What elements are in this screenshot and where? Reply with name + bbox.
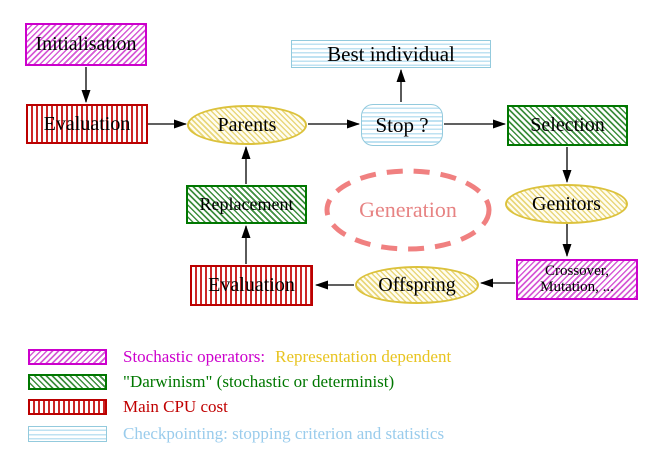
node-stop-label: Stop ? — [375, 112, 429, 137]
node-evaluation-bottom: Evaluation — [190, 265, 313, 306]
node-stop: Stop ? — [361, 104, 443, 146]
legend-row-checkpointing: Checkpointing: stopping criterion and st… — [28, 423, 445, 443]
node-initialisation-label: Initialisation — [35, 33, 137, 55]
node-parents: Parents — [187, 105, 307, 145]
node-evaluation-top: Evaluation — [26, 104, 148, 144]
legend-row-stochastic: Stochastic operators: Representation dep… — [28, 346, 452, 366]
node-evaluation-top-label: Evaluation — [43, 112, 131, 135]
node-initialisation: Initialisation — [25, 23, 147, 66]
node-best-individual: Best individual — [291, 40, 491, 68]
node-genitors-label: Genitors — [532, 192, 601, 215]
legend-label-checkpointing: Checkpointing: stopping criterion and st… — [123, 423, 445, 443]
legend-swatch-magenta-hatch — [28, 348, 107, 365]
node-best-individual-label: Best individual — [327, 41, 455, 66]
node-genitors: Genitors — [505, 184, 628, 224]
node-replacement: Replacement — [186, 185, 307, 224]
node-crossover-line2: Mutation, ... — [540, 278, 614, 295]
legend-swatch-red-stripes — [28, 398, 107, 415]
legend-swatch-green-hatch — [28, 373, 107, 390]
legend-row-darwinism: "Darwinism" (stochastic or determinist) — [28, 371, 395, 391]
legend-label-cpu-cost: Main CPU cost — [123, 396, 228, 416]
node-offspring-label: Offspring — [378, 273, 456, 296]
node-crossover-line1: Crossover, — [545, 262, 609, 279]
legend-label-representation: Representation dependent — [275, 346, 452, 366]
node-generation: Generation — [323, 167, 493, 253]
node-crossover-mutation: Crossover, Mutation, ... — [516, 259, 638, 300]
legend-swatch-blue-stripes — [28, 425, 107, 442]
node-generation-label: Generation — [359, 197, 457, 222]
node-selection: Selection — [507, 105, 628, 146]
node-offspring: Offspring — [355, 266, 479, 304]
node-replacement-label: Replacement — [199, 194, 294, 215]
node-parents-label: Parents — [217, 113, 277, 136]
node-evaluation-bottom-label: Evaluation — [208, 274, 295, 296]
generation-dashed-ellipse — [324, 168, 492, 252]
legend-row-cpu-cost: Main CPU cost — [28, 396, 228, 416]
node-selection-label: Selection — [530, 114, 605, 136]
legend-label-darwinism: "Darwinism" (stochastic or determinist) — [123, 371, 395, 391]
legend-label-stochastic: Stochastic operators: — [123, 346, 266, 366]
